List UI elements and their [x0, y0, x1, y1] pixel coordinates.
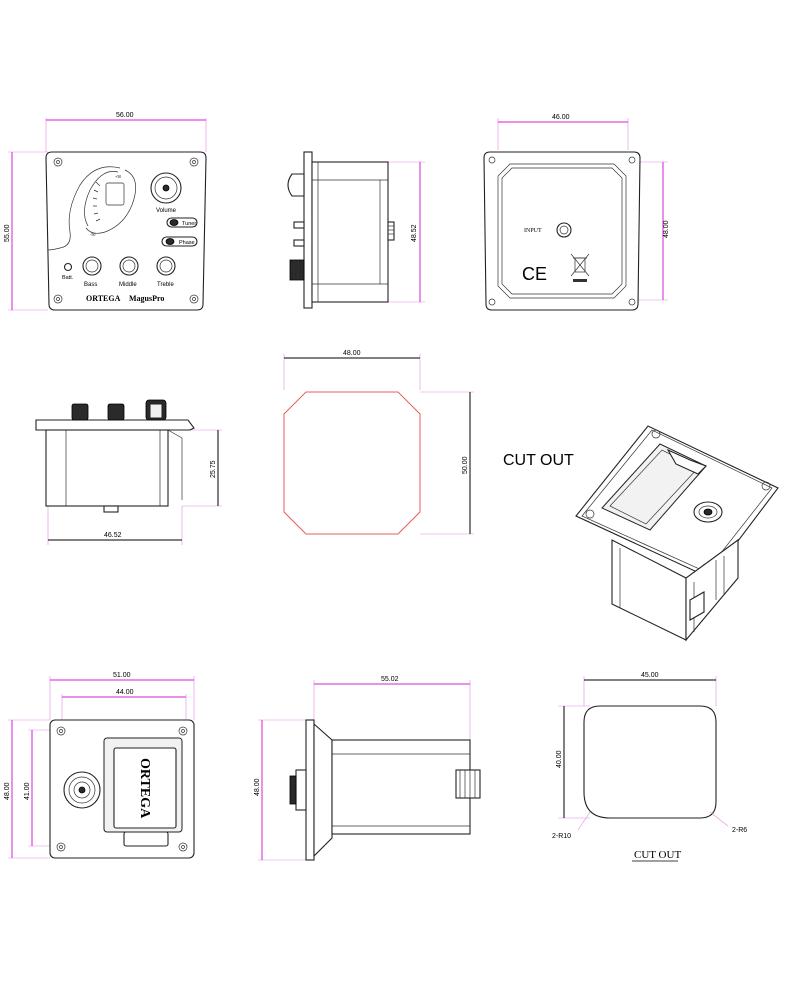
battery-cut-width-dim: 45.00	[641, 672, 659, 679]
front-brand: ORTEGA	[86, 294, 121, 303]
front-model: MagusPro	[129, 294, 164, 303]
tuner-label: Tuner	[182, 221, 196, 227]
radius-left-label: 2-R10	[552, 833, 571, 840]
radius-right-label: 2-R6	[732, 827, 747, 834]
bottom-width-dim: 46.52	[104, 532, 122, 539]
battery-box-front-view: 51.00 44.00 48.00 41.00 ORTEGA	[4, 672, 195, 859]
treble-label: Treble	[157, 282, 174, 288]
cut-out-subtitle: CUT OUT	[634, 849, 681, 861]
front-height-dim: 55.00	[4, 224, 11, 242]
side-view: 48.52	[287, 151, 425, 309]
batt-label: Batt.	[62, 275, 74, 281]
battery-inner-height-dim: 41.00	[24, 782, 31, 800]
phase-label: Phase	[179, 240, 195, 246]
middle-label: Middle	[119, 282, 137, 288]
battery-outer-height-dim: 48.00	[4, 782, 11, 800]
svg-text:+50: +50	[115, 174, 121, 179]
ce-mark: CE	[522, 264, 547, 284]
battery-inner-width-dim: 44.00	[116, 689, 134, 696]
input-label: INPUT	[524, 228, 542, 234]
battery-side-depth-dim: 55.02	[381, 676, 399, 683]
weee-bin-icon	[570, 253, 590, 282]
back-view: 46.00 48.00 INPUT CE	[483, 114, 670, 311]
front-panel-view: 56.00 55.00 -50 +50 Volume Tuner Phas	[4, 112, 207, 311]
cutout-height-dim: 50.00	[462, 456, 469, 474]
bass-label: Bass	[84, 282, 97, 288]
bottom-view: 25.75 46.52	[35, 399, 222, 545]
back-height-dim: 48.00	[663, 220, 670, 238]
battery-cutout-view: 45.00 40.00 2-R10 2-R6 CUT OUT	[552, 672, 747, 862]
battery-box-side-view: 55.02 48.00	[254, 676, 481, 861]
battery-cut-height-dim: 40.00	[556, 750, 563, 768]
svg-text:-50: -50	[90, 232, 95, 237]
cutout-view: 48.00 50.00	[283, 350, 474, 535]
isometric-battery-box	[575, 425, 779, 642]
front-width-dim: 56.00	[116, 112, 134, 119]
cut-out-title: CUT OUT	[503, 452, 574, 469]
battery-side-height-dim: 48.00	[254, 778, 261, 796]
bottom-height-dim: 25.75	[210, 460, 217, 478]
volume-label: Volume	[156, 208, 177, 214]
battery-outer-width-dim: 51.00	[113, 672, 131, 679]
back-width-dim: 46.00	[552, 114, 570, 121]
side-depth-dim: 48.52	[411, 224, 418, 242]
cutout-width-dim: 48.00	[343, 350, 361, 357]
battery-brand: ORTEGA	[137, 758, 152, 819]
